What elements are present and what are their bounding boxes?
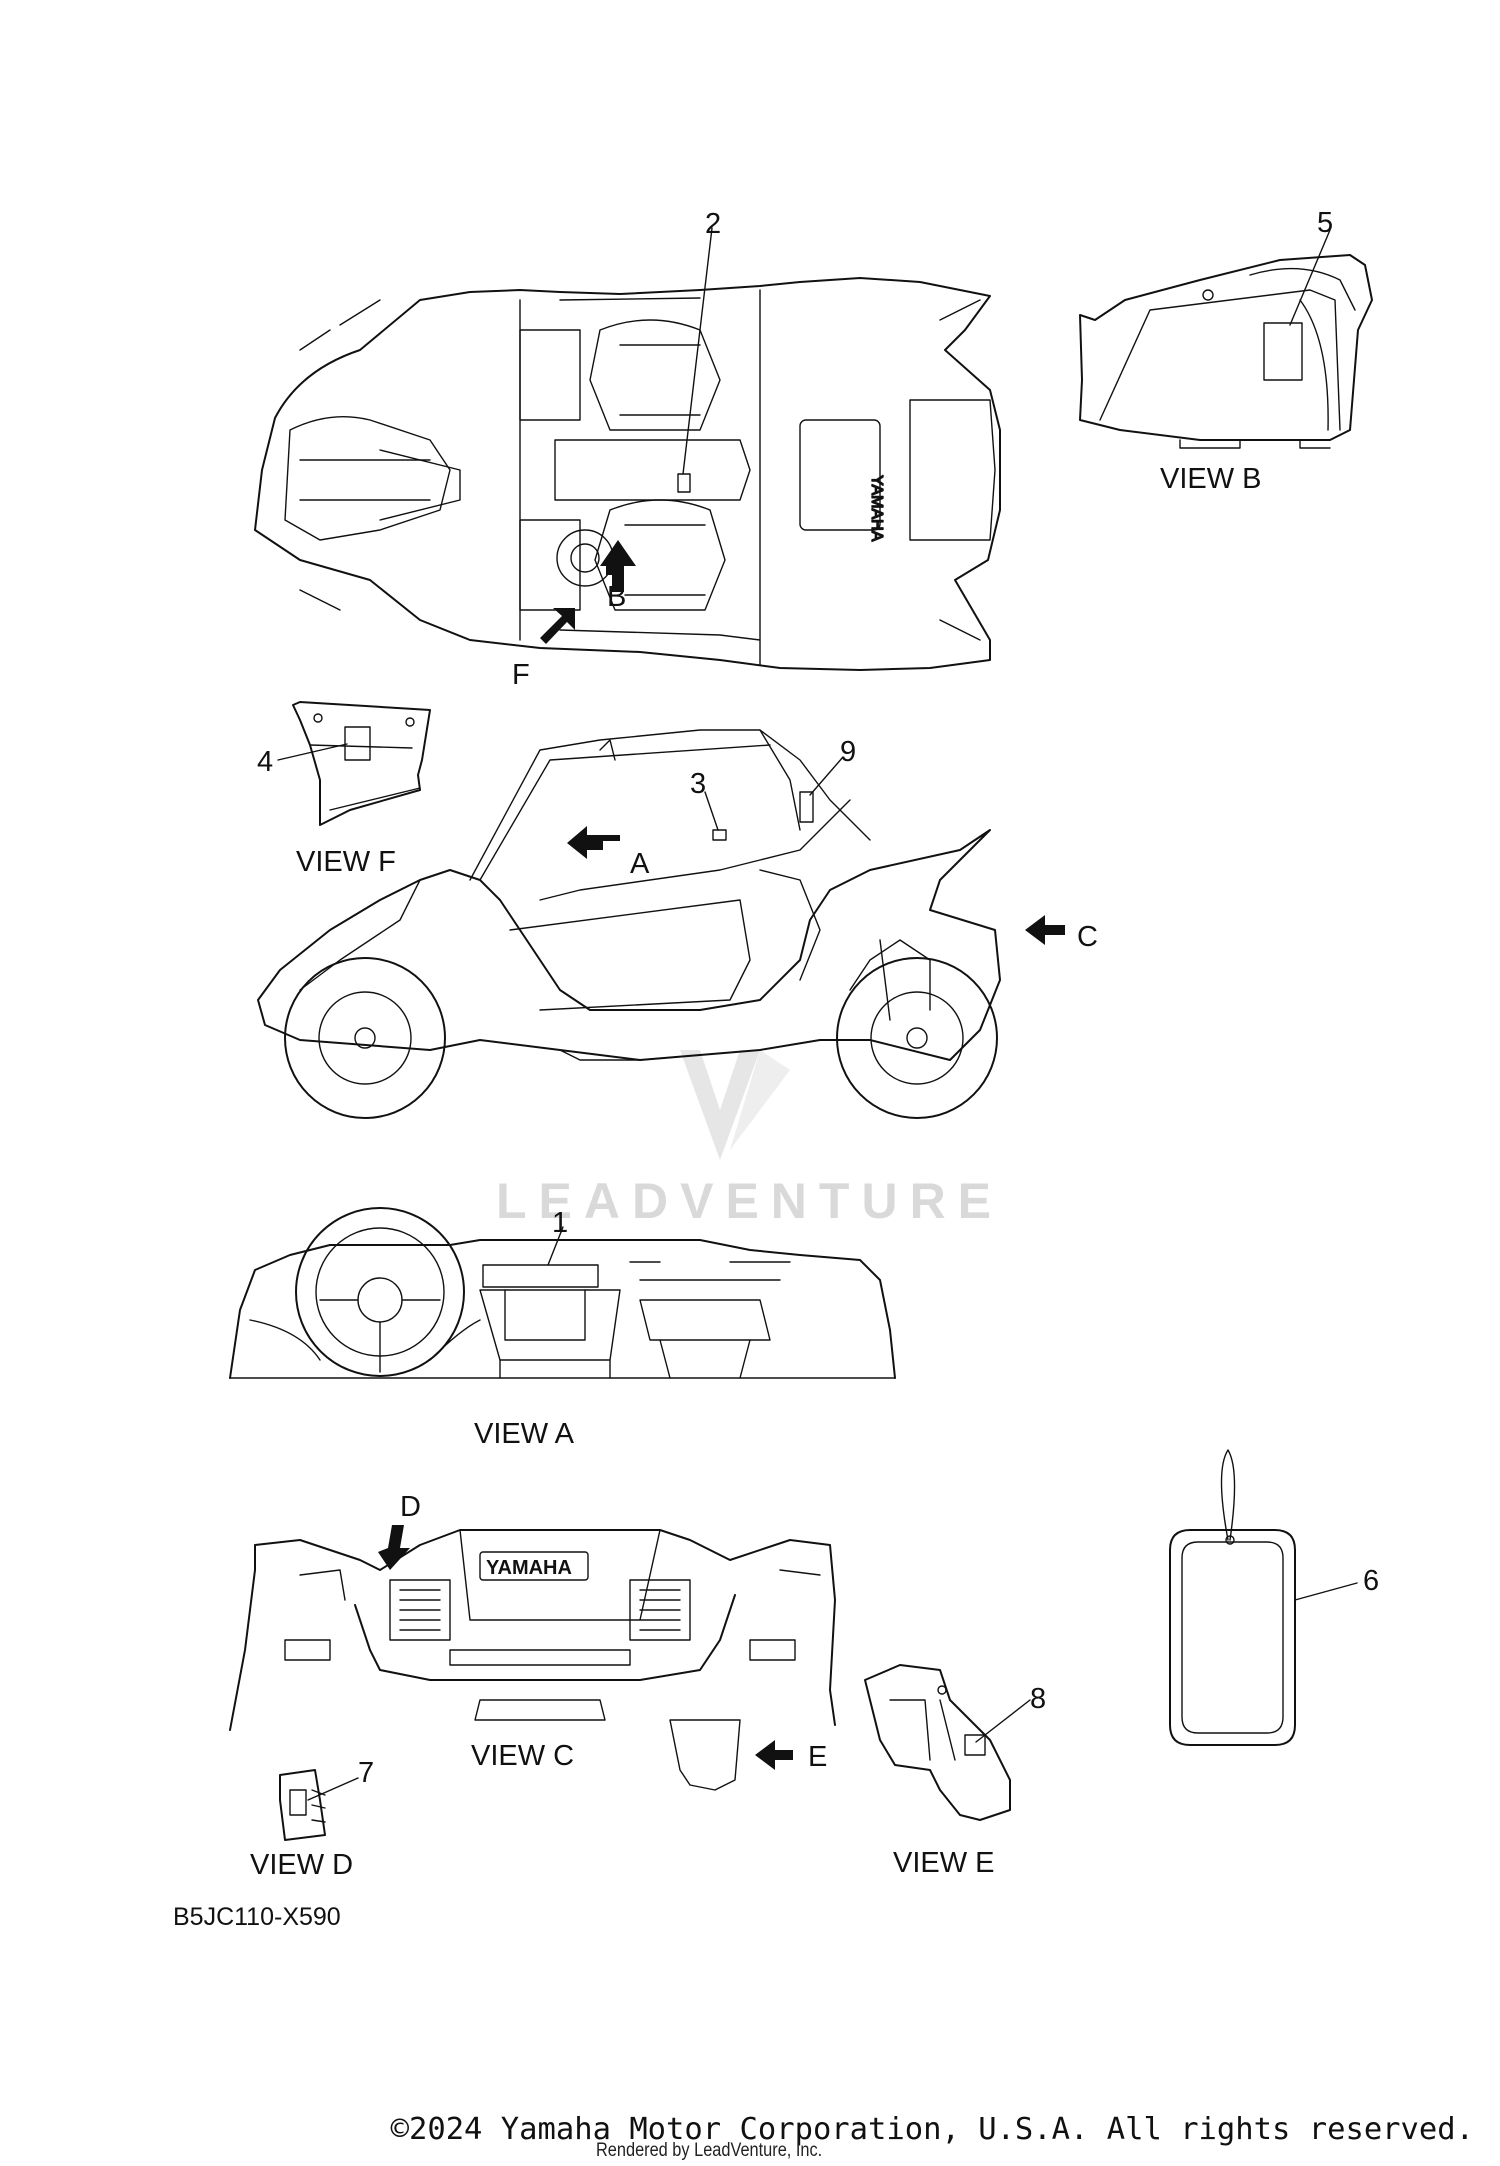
rendered-by-notice: Rendered by LeadVenture, Inc. [596, 2140, 823, 2161]
label-1-location [482, 1264, 599, 1288]
leader-1 [547, 1226, 564, 1266]
watermark-text: LEADVENTURE [496, 1173, 1003, 1229]
arrow-d-label: D [400, 1491, 421, 1523]
callout-4: 4 [257, 746, 273, 778]
view-e-label: VIEW E [893, 1847, 995, 1879]
vehicle-side-view [257, 729, 1001, 1119]
yamaha-badge-top: YAMAHA [868, 475, 885, 542]
arrow-e-label: E [808, 1741, 827, 1773]
view-a-drawing [229, 1207, 896, 1379]
arrow-f-label: F [512, 659, 530, 691]
vehicle-top-view: YAMAHA [254, 277, 1001, 671]
callout-6: 6 [1363, 1565, 1379, 1597]
view-d-label: VIEW D [250, 1849, 353, 1881]
arrow-c-icon [1025, 915, 1065, 945]
label-8-location [964, 1734, 986, 1756]
arrow-a-icon [567, 826, 620, 859]
callout-8: 8 [1030, 1683, 1046, 1715]
label-7-location [289, 1789, 307, 1816]
label-3-location [712, 829, 727, 841]
label-4-location [344, 726, 371, 761]
copyright-notice: ©2024 Yamaha Motor Corporation, U.S.A. A… [390, 2112, 1474, 2147]
leader-8 [975, 1699, 1031, 1743]
leader-2 [682, 227, 713, 475]
callout-9: 9 [840, 736, 856, 768]
arrow-c-label: C [1077, 921, 1098, 953]
callout-5: 5 [1317, 207, 1333, 239]
view-f-label: VIEW F [296, 846, 396, 878]
arrow-e-icon [755, 1740, 793, 1770]
label-2-location [677, 473, 691, 493]
view-e-drawing [864, 1664, 1011, 1821]
view-c-label: VIEW C [471, 1740, 574, 1772]
leader-5 [1289, 229, 1331, 326]
leader-4 [277, 743, 348, 761]
view-f-drawing [292, 701, 431, 826]
leadventure-watermark: LEADVENTURE [496, 1050, 1003, 1229]
view-b-drawing [1079, 254, 1373, 449]
arrow-f-icon [540, 608, 575, 644]
callout-2: 2 [705, 208, 721, 240]
label-5-location [1263, 322, 1303, 381]
leader-9 [809, 756, 844, 796]
callout-7: 7 [358, 1757, 374, 1789]
arrow-a-label: A [630, 848, 650, 880]
arrow-b-label: B [607, 581, 626, 613]
view-a-label: VIEW A [474, 1418, 575, 1450]
arrow-d-icon [378, 1525, 410, 1570]
leader-7 [307, 1777, 359, 1801]
view-d-drawing [279, 1769, 326, 1841]
view-c-drawing: YAMAHA [229, 1529, 836, 1791]
yamaha-badge-rear: YAMAHA [486, 1557, 572, 1579]
label-9-location [799, 791, 814, 823]
diagram-code: B5JC110-X590 [173, 1903, 341, 1931]
callout-1: 1 [552, 1207, 568, 1239]
leader-6 [1294, 1582, 1358, 1601]
leader-3 [704, 791, 719, 831]
arrow-b-up-icon [600, 540, 636, 592]
hang-tag-drawing [1169, 1449, 1296, 1746]
view-b-label: VIEW B [1160, 463, 1262, 495]
callout-3: 3 [690, 768, 706, 800]
